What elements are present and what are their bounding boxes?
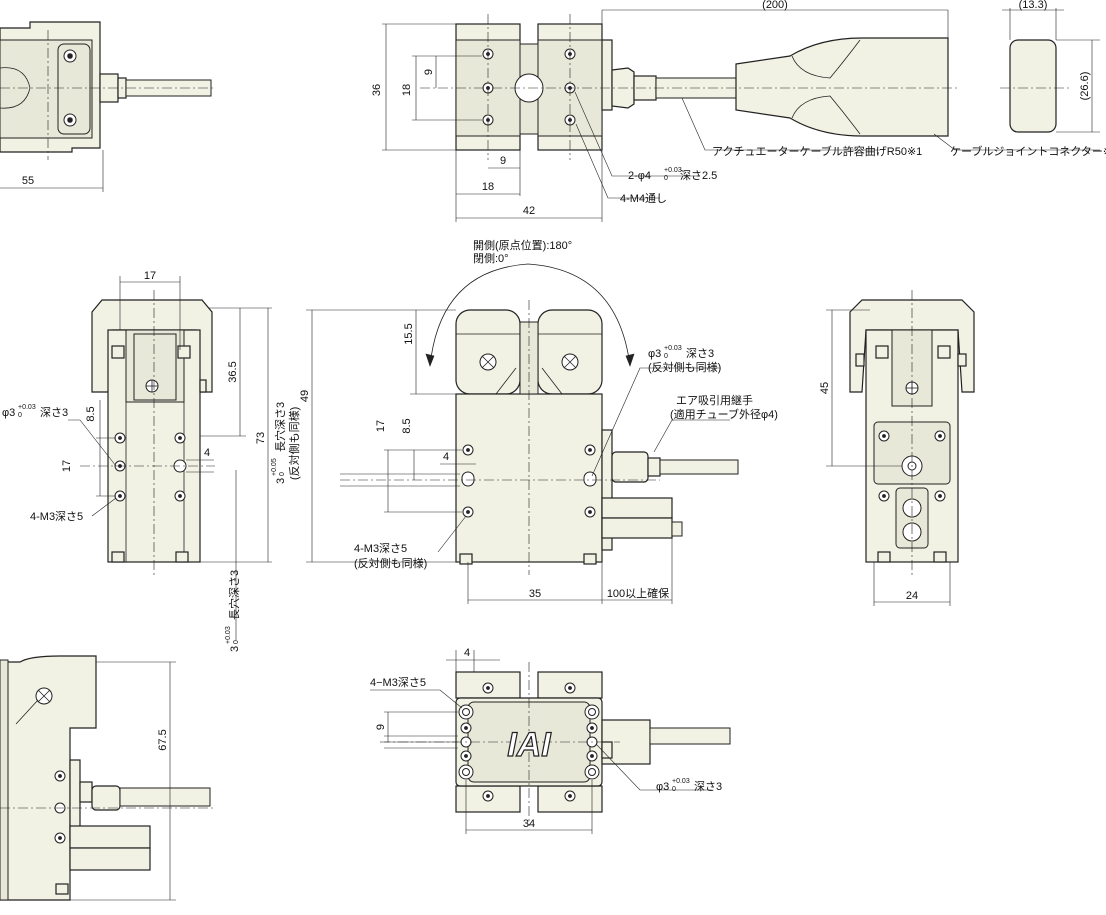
bottom-left-partial-view (0, 655, 215, 901)
label-top-view-phi3: φ3 +0.03 0 深さ3 (656, 778, 722, 793)
dim-side-hole-offset: 4 (204, 447, 210, 459)
svg-text:深さ2.5: 深さ2.5 (680, 169, 717, 182)
svg-text:0: 0 (664, 353, 668, 360)
svg-text:φ3: φ3 (656, 781, 669, 793)
dim-side-top-width: 17 (144, 270, 156, 282)
label-side-phi3: φ3 +0.03 0 深さ3 (2, 404, 68, 419)
dim-right-width: 24 (906, 590, 918, 602)
svg-text:+0.05: +0.05 (271, 458, 278, 476)
dim-cable-length: (200) (762, 0, 788, 11)
svg-text:0: 0 (664, 175, 668, 182)
label-m4-through: 4-M4通し (620, 192, 667, 205)
svg-text:深さ3: 深さ3 (40, 406, 68, 419)
svg-text:+0.03: +0.03 (664, 167, 682, 174)
svg-text:+0.03: +0.03 (672, 778, 690, 785)
label-cable-joint: ケーブルジョイントコネクター※2 (950, 144, 1106, 158)
dim-connector-width: (13.3) (1019, 0, 1048, 11)
label-top-view-m3: 4−M3深さ5 (370, 676, 426, 689)
label-main-m3-opposite: (反対側も同様) (354, 556, 427, 570)
dim-side-hole-pitch-a: 8.5 (85, 406, 97, 421)
dim-top-view-pitch: 9 (375, 724, 387, 730)
svg-text:φ3: φ3 (648, 348, 661, 360)
dim-side-upper: 36.5 (227, 361, 239, 382)
svg-text:長穴深さ3: 長穴深さ3 (273, 402, 287, 452)
dim-front-height: 36 (371, 84, 383, 96)
dim-main-hole-offset: 4 (443, 451, 449, 463)
right-hole-column (584, 704, 600, 780)
svg-text:0: 0 (18, 412, 22, 419)
dim-main-jaw-height: 15.5 (403, 323, 415, 344)
dim-main-hole-pitch-b: 8.5 (401, 418, 413, 433)
label-main-phi3: φ3 +0.03 0 深さ3 (反対側も同様) (648, 345, 721, 374)
main-center-view (306, 263, 739, 604)
dim-right-height: 45 (819, 382, 831, 394)
label-side-m3: 4-M3深さ5 (30, 510, 83, 523)
label-cable-bend: アクチュエーターケーブル許容曲げR50※1 (712, 144, 922, 158)
connector-end-view (1000, 8, 1100, 133)
svg-text:+0.03: +0.03 (18, 404, 36, 411)
svg-text:深さ3: 深さ3 (694, 780, 722, 793)
svg-text:+0.03: +0.03 (664, 345, 682, 352)
right-side-view (826, 290, 975, 606)
dim-main-hole-pitch-a: 17 (375, 420, 387, 432)
svg-text:3: 3 (229, 646, 241, 652)
dim-main-width: 35 (529, 588, 541, 600)
dim-front-total: 42 (523, 205, 535, 217)
dim-bottom-height: 67.5 (157, 729, 169, 750)
label-pin-hole-phi4: 2-φ4 +0.03 0 深さ2.5 (628, 167, 717, 182)
dim-front-bottom-span: 18 (482, 181, 494, 193)
svg-text:2-φ4: 2-φ4 (628, 170, 651, 182)
bottom-top-view (370, 650, 731, 834)
left-hole-column (458, 704, 474, 780)
dim-main-total-height: 49 (299, 390, 311, 402)
dim-top-view-width: 34 (523, 818, 535, 830)
dim-front-pitch: 9 (423, 69, 435, 75)
label-air-joint-tube: (適用チューブ外径φ4) (670, 407, 778, 421)
label-closed-side: 閉側:0° (473, 252, 509, 265)
svg-text:3: 3 (275, 478, 287, 484)
iai-logo: IAI (507, 726, 552, 764)
left-side-view (68, 276, 272, 640)
top-front-view (382, 9, 1100, 222)
svg-text:長穴深さ3: 長穴深さ3 (227, 570, 241, 620)
svg-text:0: 0 (233, 640, 240, 644)
svg-text:φ3: φ3 (2, 407, 15, 419)
label-side-slot: 3 +0.03 0 長穴深さ3 (225, 570, 241, 652)
svg-text:0: 0 (672, 786, 676, 793)
svg-text:0: 0 (279, 472, 286, 476)
label-main-slot: 3 +0.05 0 長穴深さ3 (反対側も同様) (271, 402, 301, 484)
top-left-partial-view (0, 21, 215, 192)
label-air-joint: エア吸引用継手 (676, 393, 753, 407)
dim-side-total: 73 (255, 432, 267, 444)
dim-connector-height: (26.6) (1079, 72, 1091, 101)
dim-side-hole-pitch-b: 17 (61, 460, 73, 472)
svg-text:(反対側も同様): (反対側も同様) (648, 360, 721, 374)
dim-top-view-offset: 4 (464, 647, 470, 659)
svg-text:深さ3: 深さ3 (686, 347, 714, 360)
label-main-m3: 4-M3深さ5 (354, 542, 407, 555)
dim-top-left-width: 55 (22, 175, 34, 187)
svg-text:+0.03: +0.03 (225, 626, 232, 644)
svg-text:(反対側も同様): (反対側も同様) (287, 407, 301, 480)
dim-front-inner: 18 (401, 84, 413, 96)
dim-front-bottom-pitch: 9 (500, 155, 506, 167)
label-open-side: 開側(原点位置):180° (473, 238, 572, 252)
dim-main-clearance: 100以上確保 (607, 586, 669, 600)
